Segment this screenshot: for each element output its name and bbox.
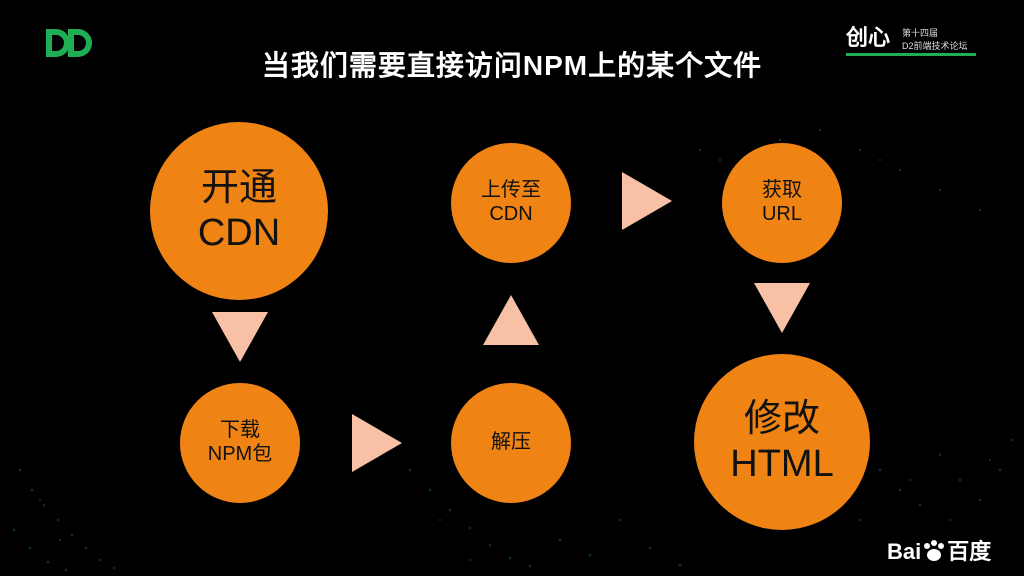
step-unzip: 解压: [451, 383, 571, 503]
baidu-text: Bai: [887, 539, 922, 564]
baidu-suffix: 百度: [947, 539, 992, 564]
arrow-right-icon: [622, 172, 672, 230]
arrow-down-icon: [754, 283, 810, 333]
step-get-url: 获取 URL: [722, 143, 842, 263]
arrow-up-icon: [483, 295, 539, 345]
event-edition: 第十四届: [902, 28, 939, 38]
paw-icon: [924, 540, 945, 561]
event-underline: [846, 53, 976, 56]
step-upload-cdn: 上传至 CDN: [451, 143, 571, 263]
arrow-down-icon: [212, 312, 268, 362]
step-label-1: 开通: [200, 167, 277, 210]
arrow-right-icon: [352, 414, 402, 472]
step-label-2: NPM包: [207, 443, 273, 465]
step-download-npm: 下载 NPM包: [180, 383, 300, 503]
d2-logo-icon: [46, 29, 92, 57]
step-label-1: 上传至: [481, 179, 541, 202]
baidu-watermark: Bai 百度: [887, 534, 991, 566]
step-label-2: HTML: [730, 443, 834, 485]
step-label-1: 获取: [762, 179, 802, 202]
step-label-2: CDN: [197, 212, 281, 254]
step-label-2: CDN: [489, 203, 533, 225]
step-label-1: 修改: [743, 398, 820, 441]
event-brand: 创心: [846, 25, 891, 50]
step-label-1: 解压: [491, 431, 531, 454]
step-open-cdn: 开通 CDN: [150, 122, 328, 300]
step-modify-html: 修改 HTML: [694, 354, 870, 530]
step-label-2: URL: [761, 203, 802, 225]
step-label-1: 下载: [220, 419, 260, 442]
event-forum: D2前端技术论坛: [902, 41, 968, 51]
slide-title: 当我们需要直接访问NPM上的某个文件: [261, 50, 763, 81]
